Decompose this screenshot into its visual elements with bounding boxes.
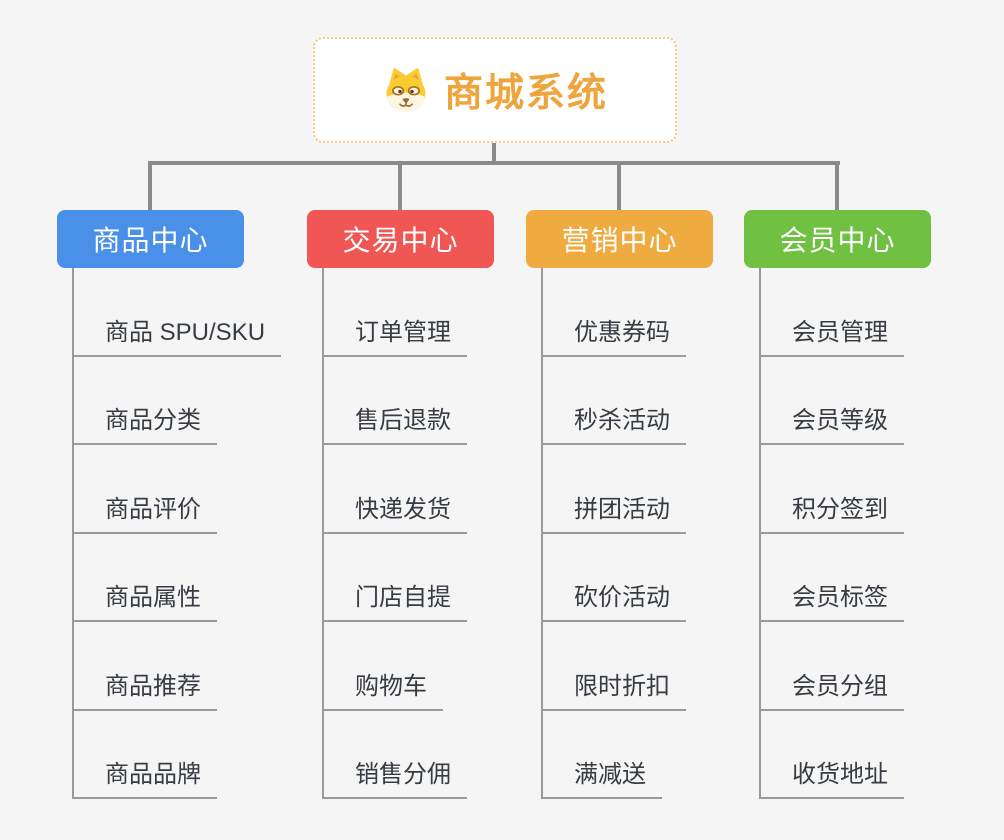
leaf-row: 商品属性: [72, 534, 244, 622]
shiba-dog-icon: [386, 68, 426, 112]
leaf-node-flash-sale[interactable]: 秒杀活动: [541, 400, 686, 445]
leaf-row: 售后退款: [322, 357, 494, 445]
leaf-node-coupon-code[interactable]: 优惠券码: [541, 312, 686, 357]
root-title: 商城系统: [443, 72, 608, 115]
branch-header-trade[interactable]: 交易中心: [307, 210, 494, 268]
leaf-row: 满减送: [541, 711, 713, 799]
branch-member-center: 会员中心 会员管理 会员等级 积分签到 会员标签 会员分组 收货地址: [744, 210, 931, 799]
leaf-node-order-management[interactable]: 订单管理: [322, 312, 467, 357]
leaf-node-bargain-activity[interactable]: 砍价活动: [541, 577, 686, 622]
leaf-row: 订单管理: [322, 268, 494, 357]
leaf-node-product-category[interactable]: 商品分类: [72, 400, 217, 445]
branch-marketing-center: 营销中心 优惠券码 秒杀活动 拼团活动 砍价活动 限时折扣 满减送: [526, 210, 713, 799]
leaf-row: 优惠券码: [541, 268, 713, 357]
leaf-row: 快递发货: [322, 445, 494, 534]
leaf-node-group-buy[interactable]: 拼团活动: [541, 489, 686, 534]
root-node[interactable]: 商城系统: [313, 37, 677, 143]
leaf-row: 商品品牌: [72, 711, 244, 799]
leaf-row: 秒杀活动: [541, 357, 713, 445]
leaf-list-member: 会员管理 会员等级 积分签到 会员标签 会员分组 收货地址: [759, 268, 931, 799]
branch-header-product[interactable]: 商品中心: [57, 210, 244, 268]
branch-product-center: 商品中心 商品 SPU/SKU 商品分类 商品评价 商品属性 商品推荐 商品品牌: [57, 210, 282, 799]
connector-stub-marketing: [617, 163, 621, 210]
leaf-row: 商品评价: [72, 445, 244, 534]
leaf-row: 会员标签: [759, 534, 931, 622]
leaf-node-member-management[interactable]: 会员管理: [759, 312, 904, 357]
leaf-node-shipping-address[interactable]: 收货地址: [759, 754, 904, 799]
leaf-row: 商品推荐: [72, 622, 244, 711]
leaf-node-member-tag[interactable]: 会员标签: [759, 577, 904, 622]
branch-trade-center: 交易中心 订单管理 售后退款 快递发货 门店自提 购物车 销售分佣: [307, 210, 494, 799]
leaf-list-product: 商品 SPU/SKU 商品分类 商品评价 商品属性 商品推荐 商品品牌: [72, 268, 282, 799]
leaf-node-product-attribute[interactable]: 商品属性: [72, 577, 217, 622]
leaf-node-member-group[interactable]: 会员分组: [759, 666, 904, 711]
leaf-list-marketing: 优惠券码 秒杀活动 拼团活动 砍价活动 限时折扣 满减送: [541, 268, 713, 799]
leaf-row: 商品 SPU/SKU: [72, 268, 282, 357]
leaf-row: 会员管理: [759, 268, 931, 357]
leaf-node-product-brand[interactable]: 商品品牌: [72, 754, 217, 799]
connector-horizontal-line: [148, 161, 840, 165]
leaf-node-product-recommend[interactable]: 商品推荐: [72, 666, 217, 711]
leaf-row: 商品分类: [72, 357, 244, 445]
leaf-row: 收货地址: [759, 711, 931, 799]
leaf-list-trade: 订单管理 售后退款 快递发货 门店自提 购物车 销售分佣: [322, 268, 494, 799]
connector-root-stub: [492, 143, 496, 163]
leaf-node-product-review[interactable]: 商品评价: [72, 489, 217, 534]
leaf-row: 积分签到: [759, 445, 931, 534]
connector-stub-trade: [398, 163, 402, 210]
leaf-node-sales-commission[interactable]: 销售分佣: [322, 754, 467, 799]
leaf-node-limited-time-discount[interactable]: 限时折扣: [541, 666, 686, 711]
leaf-row: 砍价活动: [541, 534, 713, 622]
leaf-row: 拼团活动: [541, 445, 713, 534]
connector-stub-member: [835, 163, 839, 210]
branch-header-marketing[interactable]: 营销中心: [526, 210, 713, 268]
leaf-node-points-checkin[interactable]: 积分签到: [759, 489, 904, 534]
leaf-row: 销售分佣: [322, 711, 494, 799]
leaf-node-product-spu-sku[interactable]: 商品 SPU/SKU: [72, 312, 282, 357]
branch-header-member[interactable]: 会员中心: [744, 210, 931, 268]
leaf-row: 会员等级: [759, 357, 931, 445]
leaf-node-express-delivery[interactable]: 快递发货: [322, 489, 467, 534]
leaf-row: 会员分组: [759, 622, 931, 711]
connector-stub-product: [148, 163, 152, 210]
leaf-node-store-pickup[interactable]: 门店自提: [322, 577, 467, 622]
leaf-node-full-reduction[interactable]: 满减送: [541, 754, 662, 799]
leaf-row: 限时折扣: [541, 622, 713, 711]
leaf-node-shopping-cart[interactable]: 购物车: [322, 666, 443, 711]
leaf-row: 购物车: [322, 622, 494, 711]
leaf-row: 门店自提: [322, 534, 494, 622]
leaf-node-member-level[interactable]: 会员等级: [759, 400, 904, 445]
leaf-node-aftersale-refund[interactable]: 售后退款: [322, 400, 467, 445]
